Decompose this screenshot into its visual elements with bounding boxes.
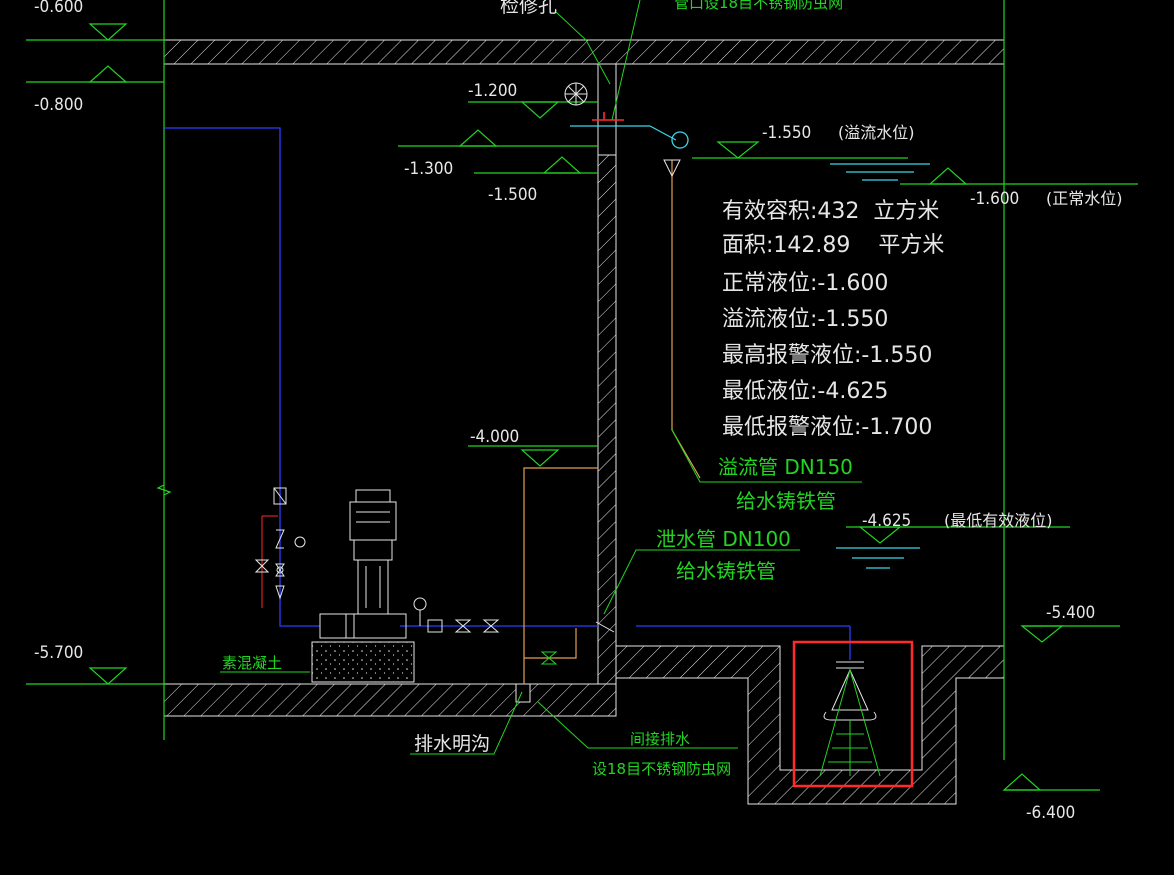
elev-min-effective: -4.625 bbox=[862, 511, 911, 531]
spec-volume: 有效容积:432 立方米 bbox=[722, 199, 939, 224]
elev-normal: -1.600 bbox=[970, 189, 1019, 209]
pipe-labels: 溢流管 DN150 给水铸铁管 泄水管 DN100 给水铸铁管 bbox=[656, 455, 853, 583]
spec-table: 有效容积:432 立方米 面积:142.89 平方米 正常液位:-1.600 溢… bbox=[722, 199, 944, 440]
drain-pipe-label: 泄水管 DN100 bbox=[656, 527, 791, 551]
spec-normal-level: 正常液位:-1.600 bbox=[722, 271, 888, 296]
structure bbox=[163, 39, 1005, 805]
supply-pipe bbox=[164, 127, 320, 627]
pit-highlight bbox=[792, 640, 914, 788]
drain-material-label: 给水铸铁管 bbox=[676, 559, 776, 583]
elev-normal-note: (正常水位) bbox=[1046, 189, 1123, 208]
elev-inlet: -1.200 bbox=[468, 81, 517, 101]
elev-pit-top: -5.400 bbox=[1046, 603, 1095, 623]
concrete-label: 素混凝土 bbox=[222, 654, 282, 672]
elev-top-left: -0.600 bbox=[34, 0, 83, 17]
overflow-pipe bbox=[671, 160, 701, 479]
manhole-label: 检修孔 bbox=[500, 0, 557, 17]
level-markers bbox=[88, 23, 1064, 791]
spec-area: 面积:142.89 平方米 bbox=[722, 233, 944, 258]
elev-overflow-note: (溢流水位) bbox=[838, 123, 915, 142]
indirect-drain-label: 间接排水 bbox=[630, 730, 690, 748]
roof-slab bbox=[163, 39, 1005, 65]
elev-pipe: -4.000 bbox=[470, 427, 519, 447]
elev-left-upper: -0.800 bbox=[34, 95, 83, 115]
elev-overflow: -1.550 bbox=[762, 123, 811, 143]
pump bbox=[311, 489, 615, 683]
elev-pit-bottom: -6.400 bbox=[1026, 803, 1075, 823]
grid-lines bbox=[26, 0, 1138, 791]
leader-lines bbox=[220, 0, 862, 755]
tank-wall bbox=[597, 154, 617, 686]
water-level-marks bbox=[830, 163, 930, 569]
spec-min-level: 最低液位:-4.625 bbox=[722, 379, 888, 404]
overflow-material-label: 给水铸铁管 bbox=[736, 489, 836, 513]
annotation-labels: 检修孔 管口设18目不锈钢防虫网 素混凝土 排水明沟 间接排水 设18目不锈钢防… bbox=[222, 0, 843, 778]
open-drain-label: 排水明沟 bbox=[414, 733, 490, 755]
pit-structure bbox=[615, 645, 1005, 805]
elevation-labels: -0.600 -0.800 -1.200 -1.300 -1.500 -1.55… bbox=[34, 0, 1123, 823]
top-note-label: 管口设18目不锈钢防虫网 bbox=[674, 0, 843, 12]
elev-mid: -1.500 bbox=[488, 185, 537, 205]
inlet-pipe bbox=[570, 125, 677, 141]
overflow-pipe-label: 溢流管 DN150 bbox=[718, 455, 853, 479]
floor-slab bbox=[163, 683, 617, 717]
spec-high-alarm: 最高报警液位:-1.550 bbox=[722, 343, 932, 368]
sump-pit bbox=[792, 640, 914, 788]
mesh-note-label: 设18目不锈钢防虫网 bbox=[592, 760, 731, 778]
elev-left-mid: -1.300 bbox=[404, 159, 453, 179]
spec-low-alarm: 最低报警液位:-1.700 bbox=[722, 415, 932, 440]
elev-floor: -5.700 bbox=[34, 643, 83, 663]
spec-overflow-level: 溢流液位:-1.550 bbox=[722, 307, 888, 332]
valve-train bbox=[254, 487, 306, 608]
elev-min-effective-note: (最低有效液位) bbox=[944, 511, 1053, 530]
